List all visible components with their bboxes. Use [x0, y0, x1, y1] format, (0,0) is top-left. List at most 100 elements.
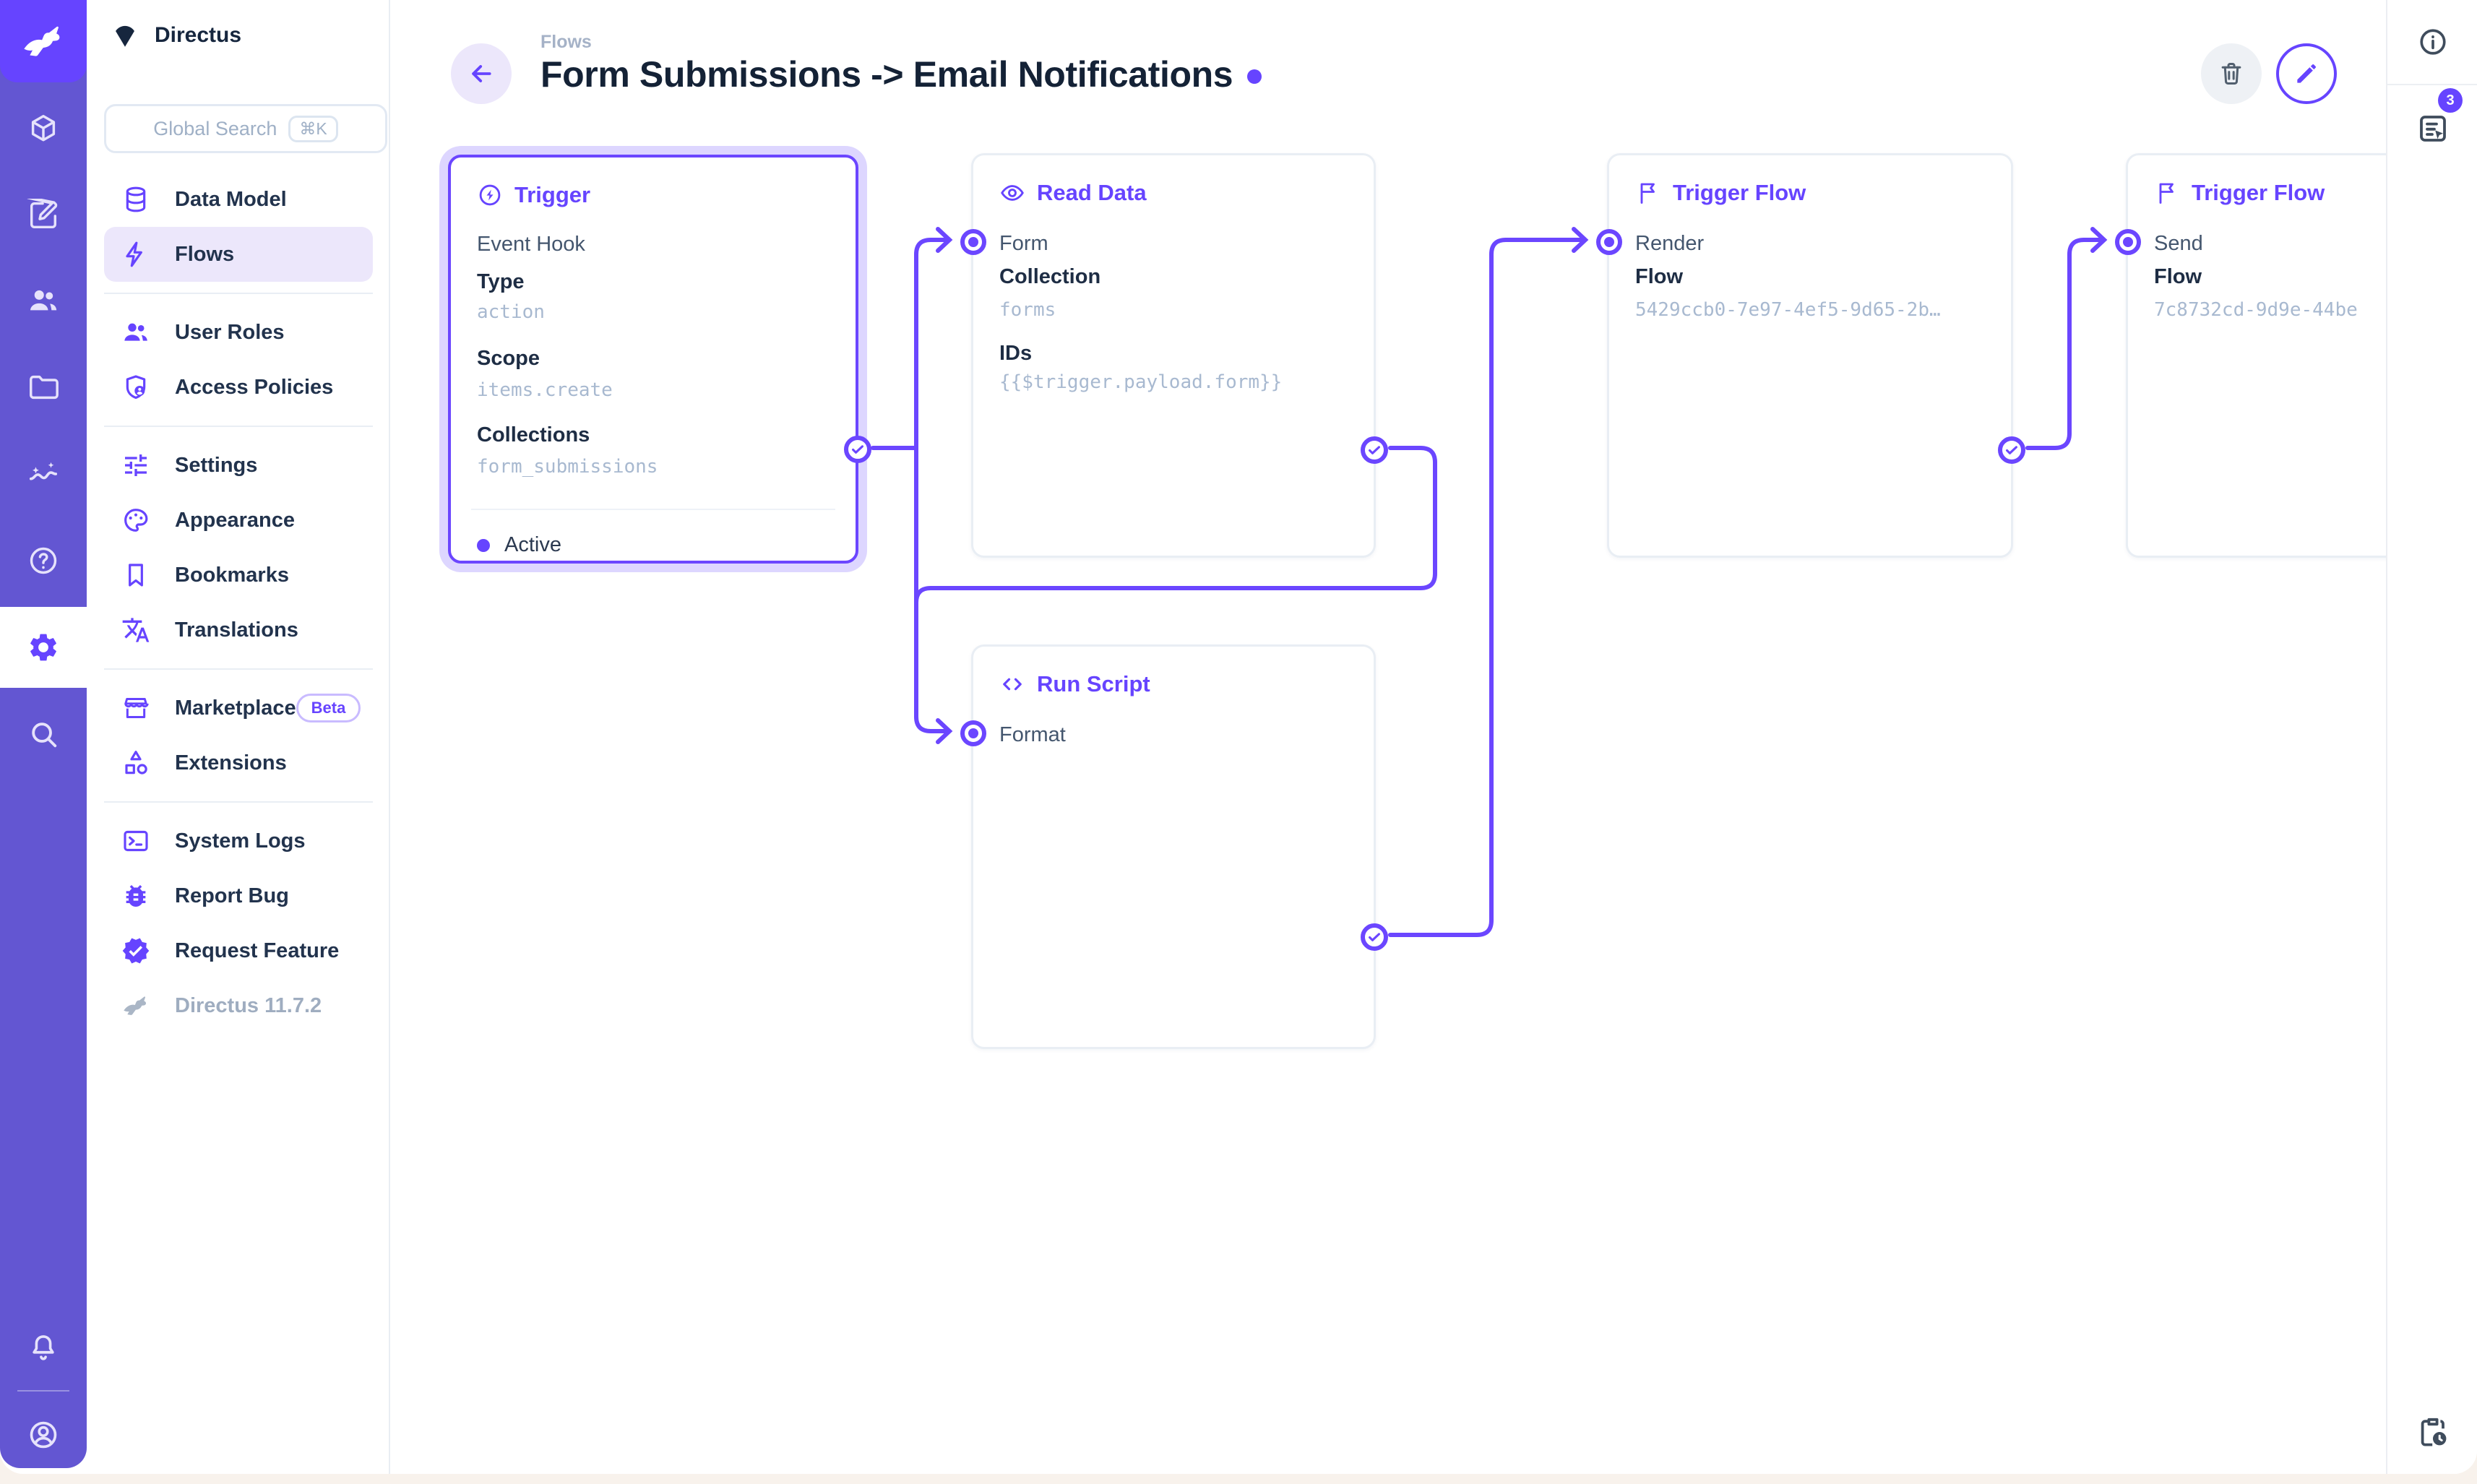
connector-trigger-flow-render-input[interactable]: [1596, 229, 1622, 255]
nav-divider: [87, 657, 390, 681]
info-button[interactable]: [2387, 12, 2477, 72]
connector-trigger-resolve[interactable]: [844, 436, 871, 463]
field-label: Type: [477, 270, 525, 293]
node-name: Render: [1635, 232, 1705, 255]
info-icon: [2417, 26, 2449, 58]
field-value: form_submissions: [477, 456, 658, 478]
sidebar-item-settings[interactable]: Settings: [104, 438, 373, 493]
trash-icon: [2218, 60, 2245, 87]
node-header: Trigger Flow: [1635, 180, 1806, 206]
sidebar-item-flows[interactable]: Flows: [104, 227, 373, 282]
node-header: Trigger: [477, 182, 590, 208]
terminal-icon: [121, 827, 150, 855]
database-icon: [121, 185, 150, 214]
storefront-icon: [121, 694, 150, 722]
sidebar-item-request-feature[interactable]: Request Feature: [104, 923, 373, 978]
delete-flow-button[interactable]: [2201, 43, 2262, 104]
pending-revisions-button[interactable]: [2387, 1402, 2477, 1462]
files-folder-icon: [27, 371, 60, 404]
sidebar-item-report-bug[interactable]: Report Bug: [104, 868, 373, 923]
field-value: 5429ccb0-7e97-4ef5-9d65-2b…: [1635, 299, 1941, 321]
field-value: {{$trigger.payload.form}}: [999, 371, 1283, 393]
sidebar-item-appearance[interactable]: Appearance: [104, 493, 373, 548]
field-label: Flow: [1635, 265, 1684, 288]
module-bar-divider: [17, 1390, 69, 1392]
notices-button[interactable]: 3: [2387, 88, 2477, 159]
module-files[interactable]: [0, 347, 87, 428]
global-search-input[interactable]: Global Search ⌘K: [104, 104, 387, 153]
notices-count-badge: 3: [2438, 88, 2463, 113]
check-icon: [2004, 442, 2020, 458]
content-box-icon: [27, 112, 60, 145]
clipboard-clock-icon: [2416, 1415, 2450, 1449]
flow-node-trigger[interactable]: Trigger Event Hook Type action Scope ite…: [448, 155, 871, 564]
module-editor[interactable]: [0, 175, 87, 256]
flow-node-read-data[interactable]: Read Data Form Collection forms IDs {{$t…: [960, 153, 1388, 558]
nav-divider: [87, 790, 390, 814]
tune-icon: [121, 451, 150, 480]
people-icon: [121, 318, 150, 347]
edit-flow-button[interactable]: [2276, 43, 2337, 104]
module-insights[interactable]: [0, 433, 87, 514]
notifications-button[interactable]: [0, 1308, 87, 1389]
node-header: Trigger Flow: [2154, 180, 2325, 206]
translate-icon: [121, 616, 150, 644]
sidebar-item-access-policies[interactable]: Access Policies: [104, 360, 373, 415]
sidebar-item-bookmarks[interactable]: Bookmarks: [104, 548, 373, 603]
connector-run-script-resolve[interactable]: [1361, 923, 1388, 951]
user-avatar-icon: [27, 1418, 60, 1451]
module-help[interactable]: [0, 520, 87, 601]
module-settings[interactable]: [0, 607, 87, 688]
connector-read-data-input[interactable]: [960, 229, 986, 255]
code-icon: [999, 671, 1025, 697]
node-header: Read Data: [999, 180, 1147, 206]
pencil-icon: [2293, 60, 2320, 87]
sidebar-item-system-logs[interactable]: System Logs: [104, 814, 373, 868]
node-header: Run Script: [999, 671, 1150, 697]
project-header[interactable]: Directus: [110, 20, 241, 51]
field-label: Collection: [999, 265, 1101, 288]
field-label: Collections: [477, 423, 590, 447]
sidebar-item-user-roles[interactable]: User Roles: [104, 305, 373, 360]
sidebar-item-extensions[interactable]: Extensions: [104, 735, 373, 790]
directus-rabbit-icon: [121, 991, 150, 1020]
editor-icon: [27, 199, 60, 232]
connector-read-data-resolve[interactable]: [1361, 436, 1388, 464]
flag-icon: [1635, 180, 1661, 206]
search-placeholder: Global Search: [153, 117, 277, 139]
insights-icon: [27, 457, 60, 491]
directus-logo[interactable]: [0, 0, 87, 82]
field-value: 7c8732cd-9d9e-44be: [2154, 299, 2358, 321]
page-title-row: Form Submissions -> Email Notifications: [540, 53, 1262, 95]
connector-run-script-input[interactable]: [960, 720, 986, 746]
connector-trigger-flow-render-resolve[interactable]: [1998, 436, 2025, 464]
module-search[interactable]: [0, 694, 87, 775]
breadcrumb[interactable]: Flows: [540, 32, 592, 52]
nav-divider: [87, 282, 390, 305]
sidebar-item-translations[interactable]: Translations: [104, 603, 373, 657]
connector-trigger-flow-send-input[interactable]: [2115, 229, 2141, 255]
user-avatar[interactable]: [0, 1394, 87, 1475]
flow-node-run-script[interactable]: Run Script Format: [960, 644, 1388, 1049]
sidebar-item-data-model[interactable]: Data Model: [104, 172, 373, 227]
node-name: Format: [999, 723, 1066, 746]
flag-icon: [2154, 180, 2180, 206]
help-icon: [27, 544, 60, 577]
extensions-icon: [121, 749, 150, 777]
project-logo-icon: [110, 20, 140, 51]
status-badge: Active: [477, 533, 561, 557]
module-content[interactable]: [0, 88, 87, 169]
back-button[interactable]: [451, 43, 512, 104]
eye-icon: [999, 180, 1025, 206]
sidebar-divider: [2387, 84, 2477, 85]
right-sidebar: 3: [2386, 0, 2477, 1474]
check-icon: [850, 441, 866, 457]
notifications-bell-icon: [27, 1332, 60, 1365]
node-name: Form: [999, 232, 1048, 255]
field-value: action: [477, 301, 545, 323]
module-users[interactable]: [0, 260, 87, 341]
flow-node-trigger-flow-render[interactable]: Trigger Flow Render Flow 5429ccb0-7e97-4…: [1596, 153, 2025, 558]
field-label: Flow: [2154, 265, 2202, 288]
